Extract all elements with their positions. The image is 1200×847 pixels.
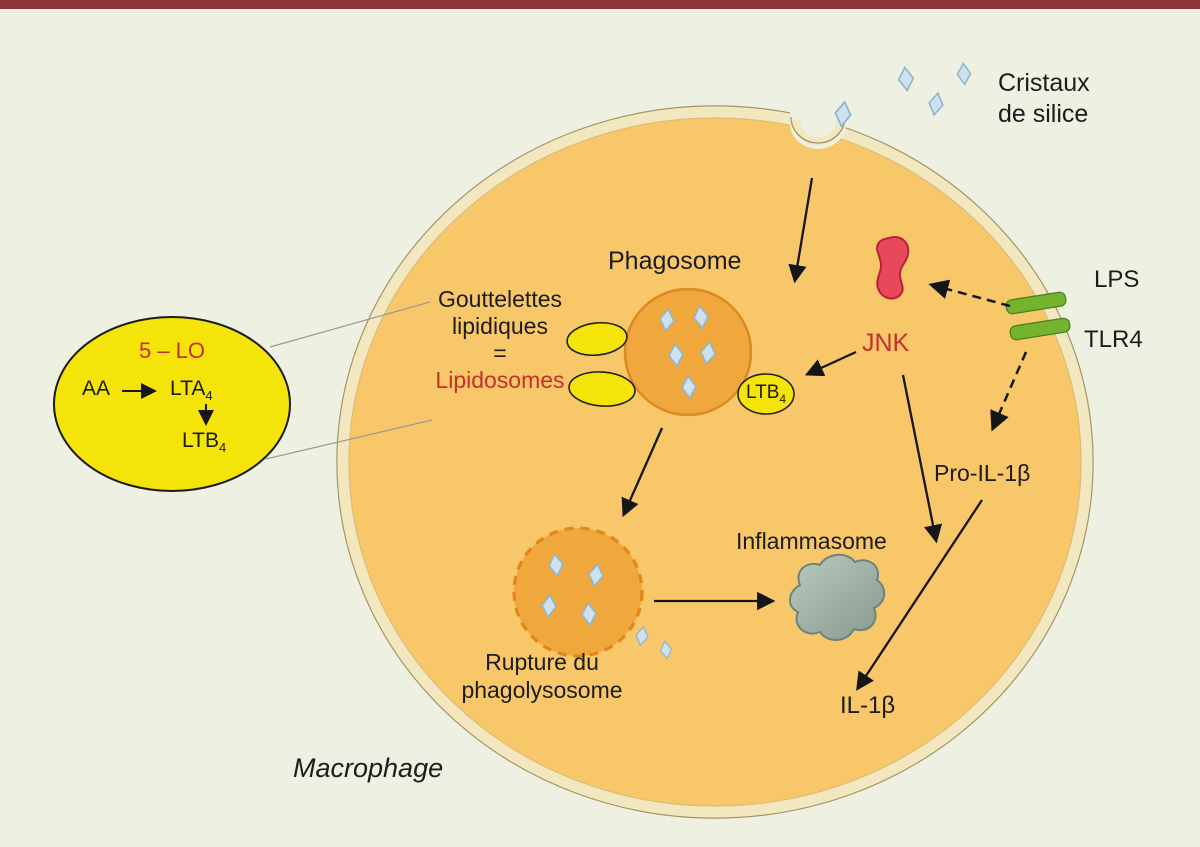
inset-ltb4-base: LTB bbox=[182, 429, 219, 452]
lipid-droplets bbox=[566, 321, 636, 407]
pro-il1b-label: Pro-IL-1β bbox=[934, 460, 1031, 486]
jnk-label: JNK bbox=[862, 329, 910, 357]
equals-sign: = bbox=[493, 340, 507, 366]
inset-lta4-label: LTA4 bbox=[170, 376, 213, 404]
il1b-label: IL-1β bbox=[840, 692, 896, 719]
silica-label-line1: Cristaux bbox=[998, 69, 1090, 97]
lps-label: LPS bbox=[1094, 266, 1140, 293]
pathway-arrows bbox=[621, 177, 1028, 691]
lipidosome-inset bbox=[53, 316, 291, 492]
phagosome-vesicle bbox=[623, 287, 753, 417]
lta4-subscript: 4 bbox=[205, 388, 213, 404]
lta4-base: LTA bbox=[170, 377, 206, 400]
inflammasome-label: Inflammasome bbox=[736, 528, 887, 554]
inset-ltb4-subscript: 4 bbox=[218, 440, 227, 456]
droplets-label-line2: lipidiques bbox=[452, 313, 548, 339]
arrow-phagosome-to-phagolysosome bbox=[621, 427, 664, 518]
arrow-lps-to-jnk-dashed bbox=[928, 279, 1011, 308]
inset-ltb4-label: LTB4 bbox=[182, 428, 226, 456]
ltb4-base: LTB bbox=[746, 382, 780, 403]
inset-enzyme-label: 5 – LO bbox=[138, 338, 206, 363]
jnk-protein-blob bbox=[876, 236, 910, 300]
droplets-label-line1: Gouttelettes bbox=[437, 286, 563, 312]
inflammasome-blob bbox=[789, 553, 886, 641]
lipidosomes-label: Lipidosomes bbox=[435, 367, 565, 393]
arrow-proil1b-to-il1b bbox=[856, 499, 983, 691]
extracellular-crystals bbox=[832, 62, 973, 128]
top-accent-bar bbox=[0, 0, 1200, 9]
inset-connector-lines bbox=[265, 301, 433, 460]
tlr4-receptor bbox=[1005, 291, 1071, 341]
macrophage-label: Macrophage bbox=[293, 753, 444, 783]
phagolysosome-vesicle bbox=[512, 526, 674, 661]
lipid-droplets-label: Gouttelettes lipidiques = Lipidosomes bbox=[405, 286, 595, 394]
rupture-label-line2: phagolysosome bbox=[461, 677, 623, 703]
phagosome-label: Phagosome bbox=[608, 247, 742, 275]
arrow-jnk-to-inflammasome bbox=[901, 374, 943, 544]
arrow-jnk-to-ltb4 bbox=[804, 350, 857, 377]
silica-crystal-icon bbox=[896, 65, 916, 93]
rupture-label-line1: Rupture du bbox=[485, 649, 599, 675]
silica-crystal-icon bbox=[955, 62, 973, 86]
ltb4-vesicle-label: LTB4 bbox=[739, 382, 793, 407]
silica-label-line2: de silice bbox=[998, 100, 1089, 128]
silica-crystal-icon bbox=[926, 91, 946, 117]
rupture-label: Rupture du phagolysosome bbox=[432, 648, 652, 704]
inset-aa-label: AA bbox=[82, 377, 111, 400]
silica-crystals-label: Cristaux de silice bbox=[998, 68, 1090, 130]
tlr4-label: TLR4 bbox=[1084, 326, 1143, 353]
arrow-crystal-entry bbox=[788, 177, 814, 284]
ltb4-subscript: 4 bbox=[779, 392, 786, 406]
ltb4-vesicle bbox=[737, 373, 795, 415]
